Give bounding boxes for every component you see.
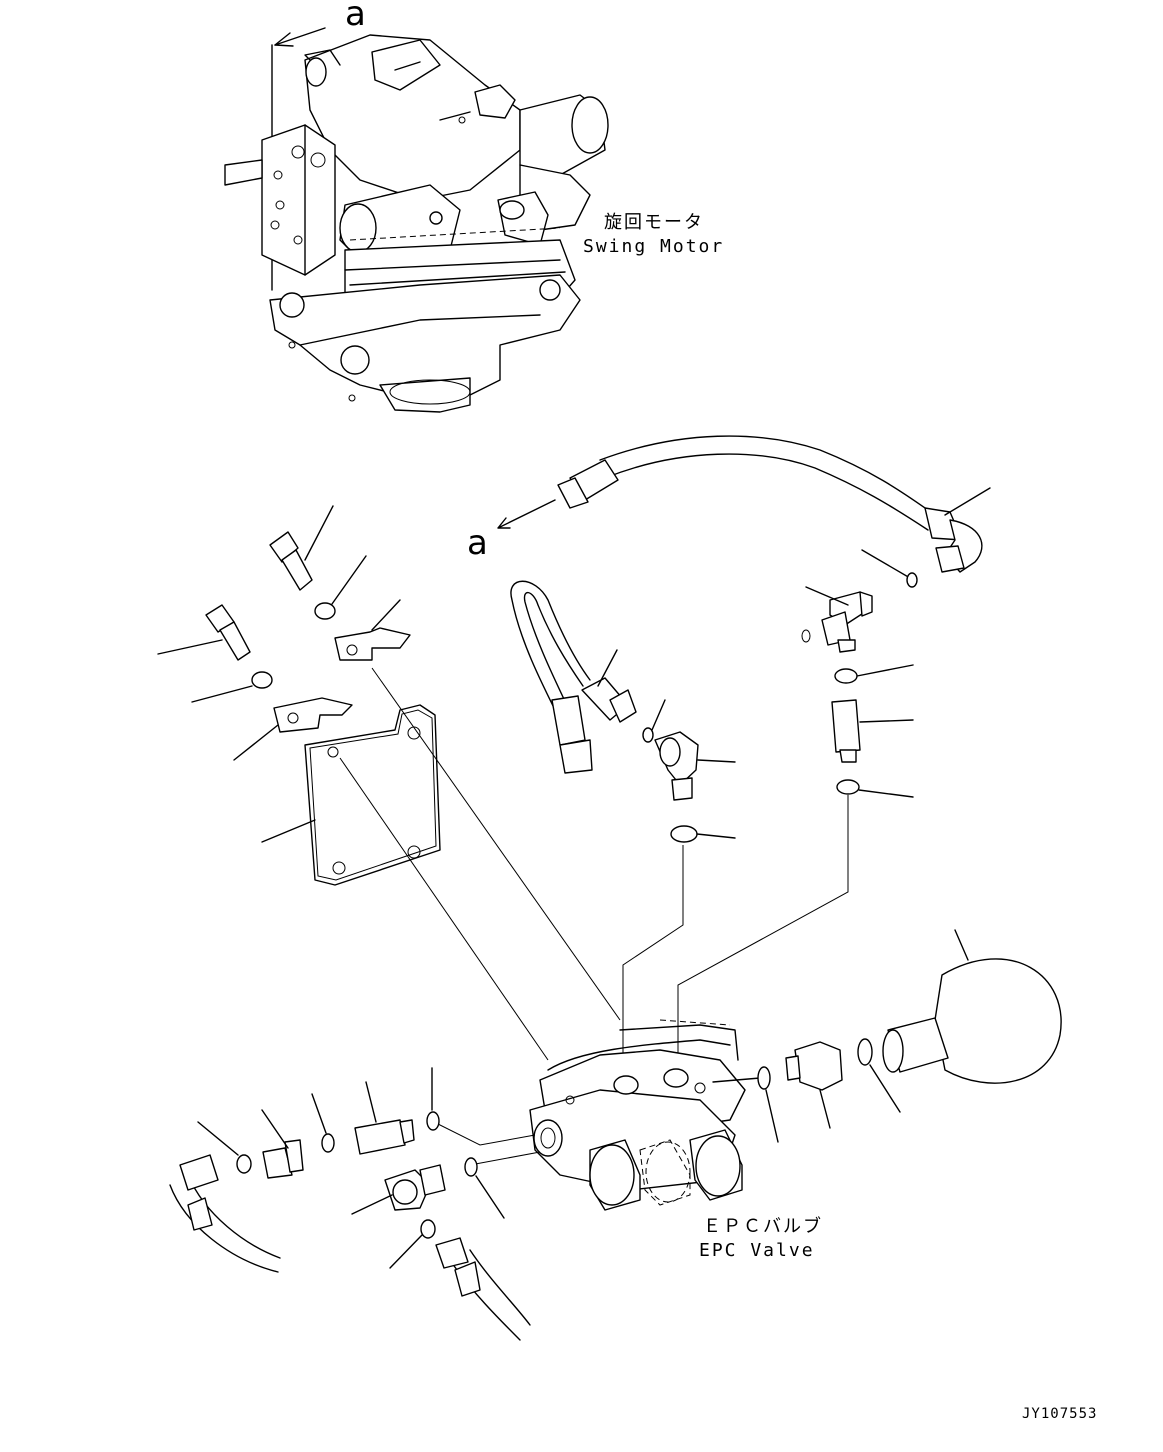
- swing-motor-drawing: [224, 27, 609, 413]
- long-hose-drawing: [497, 435, 991, 588]
- accumulator-drawing: [757, 929, 1062, 1143]
- epc-valve-drawing: [429, 795, 849, 1211]
- swing-motor-label-jp: 旋回モータ: [604, 212, 704, 233]
- lower-left-fittings-drawing: [169, 1067, 531, 1341]
- drawing-code: JY107553: [1022, 1406, 1098, 1422]
- reference-a-hose: a: [467, 523, 488, 563]
- reference-a-top: a: [345, 0, 366, 34]
- epc-valve-label-jp: ＥＰＣバルブ: [703, 1216, 823, 1237]
- right-fittings-drawing: [801, 586, 914, 798]
- swing-motor-label-en: Swing Motor: [583, 236, 725, 257]
- short-hose-drawing: [510, 580, 736, 843]
- bracket-drawing: [157, 505, 621, 1061]
- epc-valve-label-en: EPC Valve: [699, 1240, 815, 1261]
